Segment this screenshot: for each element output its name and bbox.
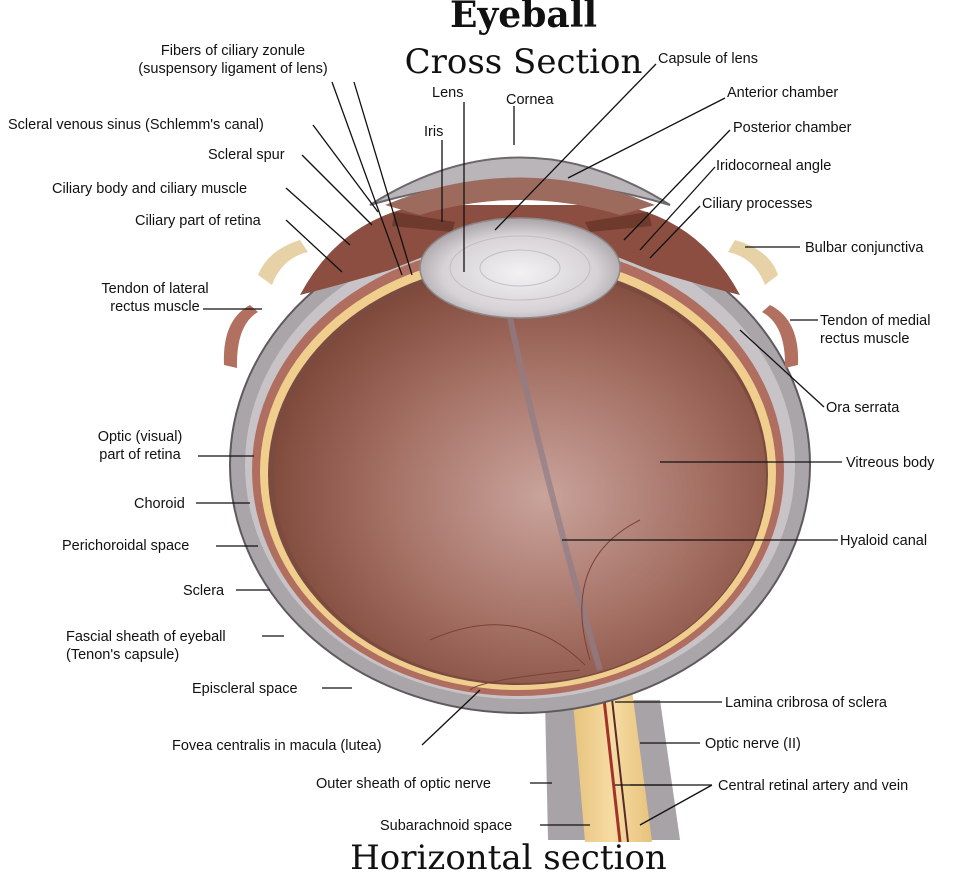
label-posterior-chamber: Posterior chamber xyxy=(733,119,851,137)
label-lens: Lens xyxy=(432,84,463,102)
label-tendon-medial-line1: Tendon of medial xyxy=(820,312,930,330)
label-vitreous-body: Vitreous body xyxy=(846,454,934,472)
label-fibers-ciliary-zonule-line2: (suspensory ligament of lens) xyxy=(100,60,366,78)
label-optic-part-retina-line2: part of retina xyxy=(80,446,200,464)
label-tendon-medial-line2: rectus muscle xyxy=(820,330,930,348)
label-ciliary-body: Ciliary body and ciliary muscle xyxy=(52,180,247,198)
label-optic-part-retina-line1: Optic (visual) xyxy=(80,428,200,446)
label-tendon-medial-rectus: Tendon of medial rectus muscle xyxy=(820,312,930,348)
label-lamina-cribrosa: Lamina cribrosa of sclera xyxy=(725,694,887,712)
label-capsule-of-lens: Capsule of lens xyxy=(658,50,758,68)
label-optic-nerve: Optic nerve (II) xyxy=(705,735,801,753)
label-ciliary-part-retina: Ciliary part of retina xyxy=(135,212,261,230)
label-fovea-centralis: Fovea centralis in macula (lutea) xyxy=(172,737,382,755)
label-subarachnoid-space: Subarachnoid space xyxy=(380,817,512,835)
diagram-footer-title: Horizontal section xyxy=(0,838,957,878)
label-cornea: Cornea xyxy=(506,91,554,109)
label-ora-serrata: Ora serrata xyxy=(826,399,899,417)
label-fibers-ciliary-zonule: Fibers of ciliary zonule (suspensory lig… xyxy=(100,42,366,78)
label-episcleral-space: Episcleral space xyxy=(192,680,298,698)
label-central-retinal: Central retinal artery and vein xyxy=(718,777,908,795)
label-scleral-spur: Scleral spur xyxy=(208,146,285,164)
label-perichoroidal-space: Perichoroidal space xyxy=(62,537,189,555)
label-fibers-ciliary-zonule-line1: Fibers of ciliary zonule xyxy=(100,42,366,60)
label-fascial-sheath-line1: Fascial sheath of eyeball xyxy=(66,628,226,646)
vitreous-body xyxy=(274,269,766,683)
label-tendon-lateral-line1: Tendon of lateral xyxy=(80,280,230,298)
label-fascial-sheath: Fascial sheath of eyeball (Tenon's capsu… xyxy=(66,628,226,664)
label-choroid: Choroid xyxy=(134,495,185,513)
label-tendon-lateral-line2: rectus muscle xyxy=(80,298,230,316)
label-tendon-lateral-rectus: Tendon of lateral rectus muscle xyxy=(80,280,230,316)
label-ciliary-processes: Ciliary processes xyxy=(702,195,812,213)
diagram-title: Eyeball xyxy=(0,0,957,36)
label-outer-sheath: Outer sheath of optic nerve xyxy=(316,775,491,793)
label-bulbar-conjunctiva: Bulbar conjunctiva xyxy=(805,239,924,257)
label-iris: Iris xyxy=(424,123,443,141)
label-fascial-sheath-line2: (Tenon's capsule) xyxy=(66,646,226,664)
label-optic-part-retina: Optic (visual) part of retina xyxy=(80,428,200,464)
label-sclera: Sclera xyxy=(183,582,224,600)
label-iridocorneal-angle: Iridocorneal angle xyxy=(716,157,831,175)
label-scleral-venous-sinus: Scleral venous sinus (Schlemm's canal) xyxy=(8,116,264,134)
label-hyaloid-canal: Hyaloid canal xyxy=(840,532,927,550)
label-anterior-chamber: Anterior chamber xyxy=(727,84,838,102)
